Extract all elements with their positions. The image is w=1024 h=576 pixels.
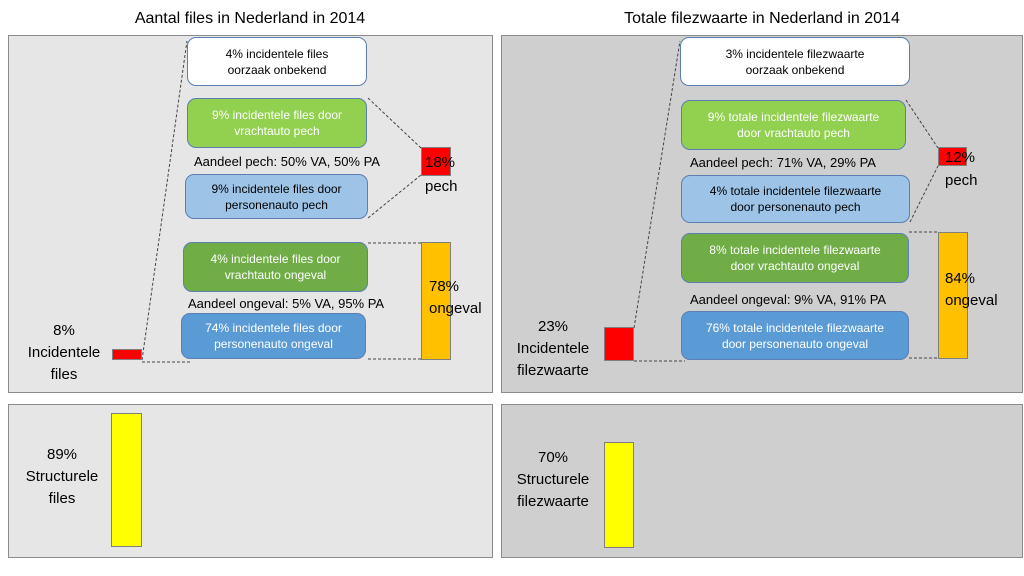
left-structural-label: 89% Structurele files xyxy=(14,444,110,510)
left-incidental-bar xyxy=(112,349,142,360)
right-incidental-pct: 23% xyxy=(537,318,569,335)
left-box-car-breakdown-line2: personenauto pech xyxy=(225,197,328,212)
left-box-car-breakdown-line1: 9% incidentele files door xyxy=(211,181,342,196)
left-share-breakdown: Aandeel pech: 50% VA, 50% PA xyxy=(194,154,380,169)
right-box-truck-breakdown: 9% totale incidentele filezwaarte door v… xyxy=(681,100,906,150)
left-share-accident: Aandeel ongeval: 5% VA, 95% PA xyxy=(188,296,385,311)
right-box-truck-accident-line1: 8% totale incidentele filezwaarte xyxy=(709,243,881,257)
left-incidental-pct: 8% xyxy=(53,322,75,339)
left-incidental-line1: Incidentele xyxy=(27,344,101,361)
left-box-car-accident-line2: personenauto ongeval xyxy=(214,337,333,351)
left-bottom-panel xyxy=(8,404,493,558)
right-breakdown-pct: 12% xyxy=(945,149,976,166)
left-breakdown-pct: 18% xyxy=(425,154,456,171)
left-box-unknown-line1: 4% incidentele files xyxy=(225,46,329,61)
left-accident-bar xyxy=(421,242,451,360)
right-title: Totale filezwaarte in Nederland in 2014 xyxy=(624,10,900,27)
right-box-truck-breakdown-line1: 9% totale incidentele filezwaarte xyxy=(707,110,880,124)
left-title: Aantal files in Nederland in 2014 xyxy=(134,10,366,27)
right-structural-label: 70% Structurele filezwaarte xyxy=(503,447,603,513)
right-box-car-breakdown-line2: door personenauto pech xyxy=(730,200,861,214)
right-box-unknown-line2: oorzaak onbekend xyxy=(745,62,845,77)
left-structural-line2: files xyxy=(48,490,76,507)
left-incidental-label: 8% Incidentele files xyxy=(18,320,110,386)
left-box-unknown-cause: 4% incidentele files oorzaak onbekend xyxy=(187,37,367,86)
left-accident-pct: 78% xyxy=(429,278,460,295)
left-breakdown-label: pech xyxy=(425,178,458,195)
left-box-truck-accident: 4% incidentele files door vrachtauto ong… xyxy=(183,242,368,292)
right-incidental-line2: filezwaarte xyxy=(517,362,589,379)
right-box-unknown-cause: 3% incidentele filezwaarte oorzaak onbek… xyxy=(680,37,910,86)
right-box-truck-breakdown-line2: door vrachtauto pech xyxy=(737,126,850,140)
right-box-unknown-line1: 3% incidentele filezwaarte xyxy=(725,46,865,61)
right-box-car-breakdown-line1: 4% totale incidentele filezwaarte xyxy=(709,184,882,198)
left-structural-pct: 89% xyxy=(46,446,78,463)
right-accident-label: ongeval xyxy=(945,292,998,309)
right-box-car-accident-line2: door personenauto ongeval xyxy=(721,336,869,351)
right-accident-pct: 84% xyxy=(945,270,976,287)
right-bottom-panel xyxy=(501,404,1023,558)
left-box-car-accident: 74% incidentele files door personenauto … xyxy=(181,313,366,359)
left-incidental-line2: files xyxy=(50,366,78,383)
right-accident-bar xyxy=(938,232,968,359)
left-box-car-accident-line1: 74% incidentele files door xyxy=(205,321,342,335)
right-incidental-label: 23% Incidentele filezwaarte xyxy=(505,316,601,382)
right-structural-line2: filezwaarte xyxy=(517,493,589,510)
left-box-truck-accident-line2: vrachtauto ongeval xyxy=(224,268,327,282)
right-incidental-bar xyxy=(604,327,634,361)
right-breakdown-label: pech xyxy=(945,172,978,189)
right-box-car-accident: 76% totale incidentele filezwaarte door … xyxy=(681,311,909,360)
right-box-car-accident-line1: 76% totale incidentele filezwaarte xyxy=(705,320,885,335)
left-structural-line1: Structurele xyxy=(25,468,99,485)
right-box-truck-accident-line2: door vrachtauto ongeval xyxy=(730,259,860,273)
left-box-truck-breakdown: 9% incidentele files door vrachtauto pec… xyxy=(187,98,367,148)
left-structural-bar xyxy=(111,413,142,547)
right-box-truck-accident: 8% totale incidentele filezwaarte door v… xyxy=(681,233,909,283)
left-box-truck-breakdown-line2: vrachtauto pech xyxy=(234,124,320,138)
right-structural-line1: Structurele xyxy=(516,471,590,488)
right-share-accident: Aandeel ongeval: 9% VA, 91% PA xyxy=(690,292,887,307)
left-accident-label: ongeval xyxy=(429,300,482,317)
right-share-breakdown: Aandeel pech: 71% VA, 29% PA xyxy=(690,155,876,170)
right-structural-bar xyxy=(604,442,634,548)
right-breakdown-bar xyxy=(938,147,967,166)
left-box-truck-breakdown-line1: 9% incidentele files door xyxy=(211,108,343,122)
left-box-unknown-line2: oorzaak onbekend xyxy=(227,62,327,77)
right-box-car-breakdown: 4% totale incidentele filezwaarte door p… xyxy=(681,175,910,223)
left-breakdown-bar xyxy=(421,147,451,176)
left-box-car-breakdown: 9% incidentele files door personenauto p… xyxy=(185,174,368,219)
right-structural-pct: 70% xyxy=(537,449,569,466)
left-box-truck-accident-line1: 4% incidentele files door xyxy=(210,252,341,266)
right-incidental-line1: Incidentele xyxy=(516,340,590,357)
